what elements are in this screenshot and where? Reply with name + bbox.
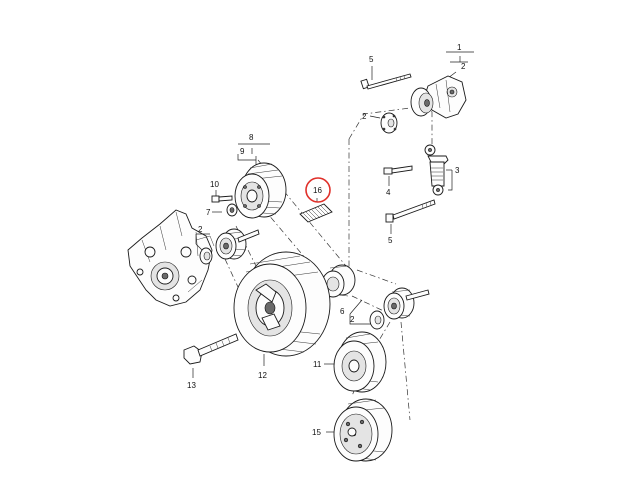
callout-16-highlight: 16 <box>305 177 331 203</box>
bolt-10 <box>211 195 233 203</box>
spacer-7 <box>226 203 238 217</box>
callout-7: 7 <box>206 208 211 217</box>
callout-8: 8 <box>249 133 254 142</box>
callout-16: 16 <box>313 186 322 195</box>
callout-15: 15 <box>312 428 321 437</box>
idler-pulley-left <box>199 228 260 265</box>
drive-belt <box>224 99 433 421</box>
tensioner-damper <box>424 144 449 196</box>
pulley-15 <box>333 398 393 462</box>
bolt-long-bottom <box>385 199 436 223</box>
crank-bolt-13 <box>183 333 239 365</box>
callout-2-top: 2 <box>461 62 466 71</box>
callout-11: 11 <box>313 360 322 369</box>
highlight-ring <box>305 177 331 203</box>
callout-5-bottom: 5 <box>388 236 393 245</box>
belt-segment-16 <box>299 203 333 223</box>
engine-block <box>127 209 215 307</box>
callout-labels: 1 2 5 2 3 4 5 8 9 10 7 2 6 2 12 11 13 15 <box>187 43 466 437</box>
washer-top <box>380 112 398 134</box>
callout-2-right: 2 <box>350 315 355 324</box>
callout-2-washer: 2 <box>362 112 367 121</box>
bolt-long-top <box>360 73 412 90</box>
callout-10: 10 <box>210 180 219 189</box>
crankshaft-pulley-12 <box>233 251 331 357</box>
pulley-8 <box>234 162 287 219</box>
callout-4: 4 <box>386 188 391 197</box>
callout-2-left: 2 <box>198 225 203 234</box>
tensioner-assembly <box>360 73 467 223</box>
callout-9: 9 <box>240 147 245 156</box>
callout-12: 12 <box>258 371 267 380</box>
leader-lines <box>192 51 474 433</box>
pulley-11 <box>333 331 387 393</box>
idler-pulley-right <box>369 287 430 330</box>
callout-5-top: 5 <box>369 55 374 64</box>
bolt-short <box>383 165 413 175</box>
callout-1: 1 <box>457 43 462 52</box>
callout-3: 3 <box>455 166 460 175</box>
callout-13: 13 <box>187 381 196 390</box>
callout-6: 6 <box>340 307 345 316</box>
